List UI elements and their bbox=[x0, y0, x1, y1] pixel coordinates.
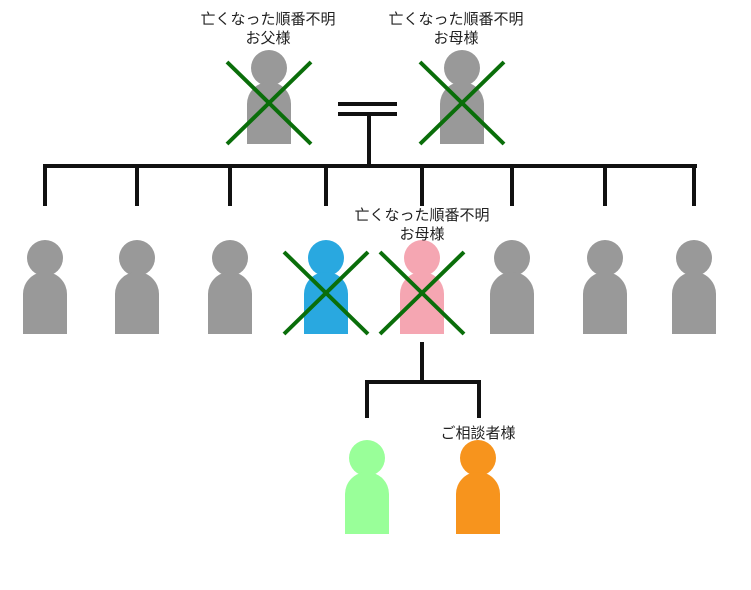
person-figure-child-8 bbox=[672, 240, 716, 334]
person-head bbox=[404, 240, 440, 276]
cross-mark bbox=[378, 250, 466, 336]
person-body bbox=[247, 82, 291, 144]
connector-lines bbox=[43, 102, 697, 418]
person-figure-child-2 bbox=[115, 240, 159, 334]
person-figure-child-1 bbox=[23, 240, 67, 334]
label-mother: 亡くなった順番不明 お母様 bbox=[366, 10, 546, 48]
label-consultant: ご相談者様 bbox=[418, 424, 538, 443]
label-father-status: 亡くなった順番不明 bbox=[200, 10, 336, 28]
label-sibling-mother: 亡くなった順番不明 お母様 bbox=[332, 206, 512, 244]
person-figure-mother bbox=[418, 50, 506, 146]
cross-mark bbox=[225, 60, 313, 146]
label-consultant-name: ご相談者様 bbox=[440, 424, 516, 442]
person-head bbox=[308, 240, 344, 276]
person-body bbox=[583, 272, 627, 334]
person-head bbox=[119, 240, 155, 276]
person-figure-grandchild-2 bbox=[456, 440, 500, 534]
label-mother-status: 亡くなった順番不明 bbox=[388, 10, 524, 28]
person-head bbox=[251, 50, 287, 86]
person-body bbox=[440, 82, 484, 144]
person-head bbox=[349, 440, 385, 476]
person-head bbox=[587, 240, 623, 276]
person-body bbox=[208, 272, 252, 334]
person-figure-child-3 bbox=[208, 240, 252, 334]
person-figure-grandchild-1 bbox=[345, 440, 389, 534]
person-body bbox=[672, 272, 716, 334]
person-figure-child-7 bbox=[583, 240, 627, 334]
label-father: 亡くなった順番不明 お父様 bbox=[178, 10, 358, 48]
person-figure-child-6 bbox=[490, 240, 534, 334]
label-father-name: お父様 bbox=[245, 29, 291, 47]
person-body bbox=[23, 272, 67, 334]
people-figures bbox=[23, 50, 716, 534]
label-mother-name: お母様 bbox=[433, 29, 479, 47]
person-figure-child-4 bbox=[282, 240, 370, 336]
person-head bbox=[212, 240, 248, 276]
person-body bbox=[304, 272, 348, 334]
person-body bbox=[456, 472, 500, 534]
cross-mark bbox=[418, 60, 506, 146]
person-head bbox=[494, 240, 530, 276]
person-head bbox=[27, 240, 63, 276]
person-head bbox=[444, 50, 480, 86]
cross-mark bbox=[282, 250, 370, 336]
person-body bbox=[400, 272, 444, 334]
person-head bbox=[460, 440, 496, 476]
person-body bbox=[115, 272, 159, 334]
person-figure-father bbox=[225, 50, 313, 146]
person-figure-child-5 bbox=[378, 240, 466, 336]
label-sibling-mother-name: お母様 bbox=[399, 225, 445, 243]
label-sibling-mother-status: 亡くなった順番不明 bbox=[354, 206, 490, 224]
person-head bbox=[676, 240, 712, 276]
person-body bbox=[490, 272, 534, 334]
person-body bbox=[345, 472, 389, 534]
